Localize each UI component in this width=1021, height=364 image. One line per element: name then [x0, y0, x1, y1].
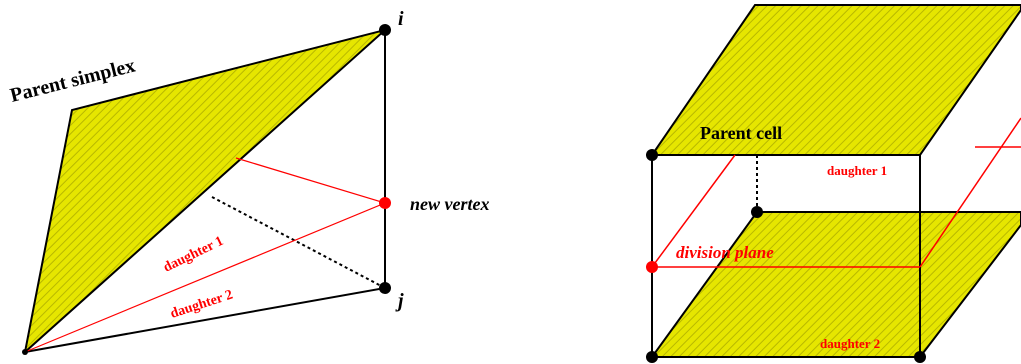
division-plane-label: division plane — [676, 243, 774, 262]
cell-diagram: Parent cell daughter 1 division plane da… — [646, 4, 1021, 363]
cell-daughter1-label: daughter 1 — [827, 163, 887, 178]
cell-daughter1-box — [818, 157, 913, 183]
vertex-i-label: i — [398, 8, 404, 30]
parent-simplex-face — [23, 29, 386, 355]
simplex-hidden-edge — [211, 196, 386, 289]
simplex-diagram: Parent simplex i j new vertex daughter 1… — [8, 8, 489, 355]
cell-vertex-bottom-left — [646, 351, 658, 363]
split-line-upper — [235, 157, 386, 204]
split-line-lower — [24, 202, 386, 353]
vertex-j-dot — [379, 282, 391, 294]
division-plane-right-edge — [919, 117, 1021, 268]
simplex-daughter1-label: daughter 1 — [161, 234, 226, 276]
parent-cell-label: Parent cell — [700, 123, 782, 143]
cell-vertex-bottom-right — [914, 351, 926, 363]
cell-vertex-back — [751, 206, 763, 218]
simplex-edge-bottom — [24, 287, 386, 353]
new-vertex-dot — [379, 197, 391, 209]
vertex-bottom-left-dot — [22, 349, 28, 355]
vertex-j-label: j — [395, 290, 404, 312]
vertex-i-dot — [379, 24, 391, 36]
cell-vertex-top-left — [646, 149, 658, 161]
cell-bottom-face — [650, 211, 1021, 358]
division-plane-outline — [651, 154, 736, 268]
division-plane-vertex — [646, 261, 658, 273]
cell-top-face — [650, 4, 1021, 156]
new-vertex-label: new vertex — [410, 194, 489, 214]
cell-daughter2-label: daughter 2 — [820, 336, 880, 351]
